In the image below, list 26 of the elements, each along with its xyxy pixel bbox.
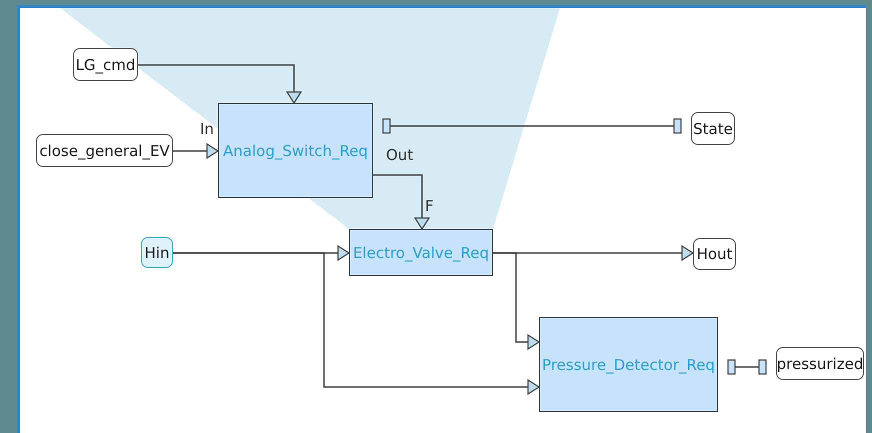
port-terminal [73, 48, 138, 81]
node-label: Hin [144, 244, 170, 262]
port-label: F [425, 197, 434, 215]
port-label: In [200, 120, 214, 138]
node-label: State [693, 120, 733, 138]
node-label: Hout [696, 245, 732, 263]
function-block [539, 317, 718, 412]
connector-arrow [373, 174, 430, 230]
function-block [349, 229, 493, 276]
port-label: Out [386, 146, 414, 164]
connector-arrow [138, 64, 302, 104]
port-terminal [36, 134, 173, 167]
node-label: Analog_Switch_Req [223, 142, 368, 160]
function-block [218, 103, 373, 198]
connector-arrow [493, 252, 540, 350]
port-terminal [776, 347, 864, 380]
node-label: pressurized [776, 354, 864, 372]
connector-arrow [173, 252, 540, 395]
port-terminal [693, 238, 736, 270]
port-terminal [691, 112, 735, 145]
node-label: close_general_EV [39, 142, 170, 160]
node-label: Electro_Valve_Req [352, 244, 490, 262]
node-label: LG_cmd [76, 56, 136, 74]
node-label: Pressure_Detector_Req [542, 356, 715, 374]
port-terminal [141, 237, 173, 268]
connector-arrow [173, 143, 219, 159]
